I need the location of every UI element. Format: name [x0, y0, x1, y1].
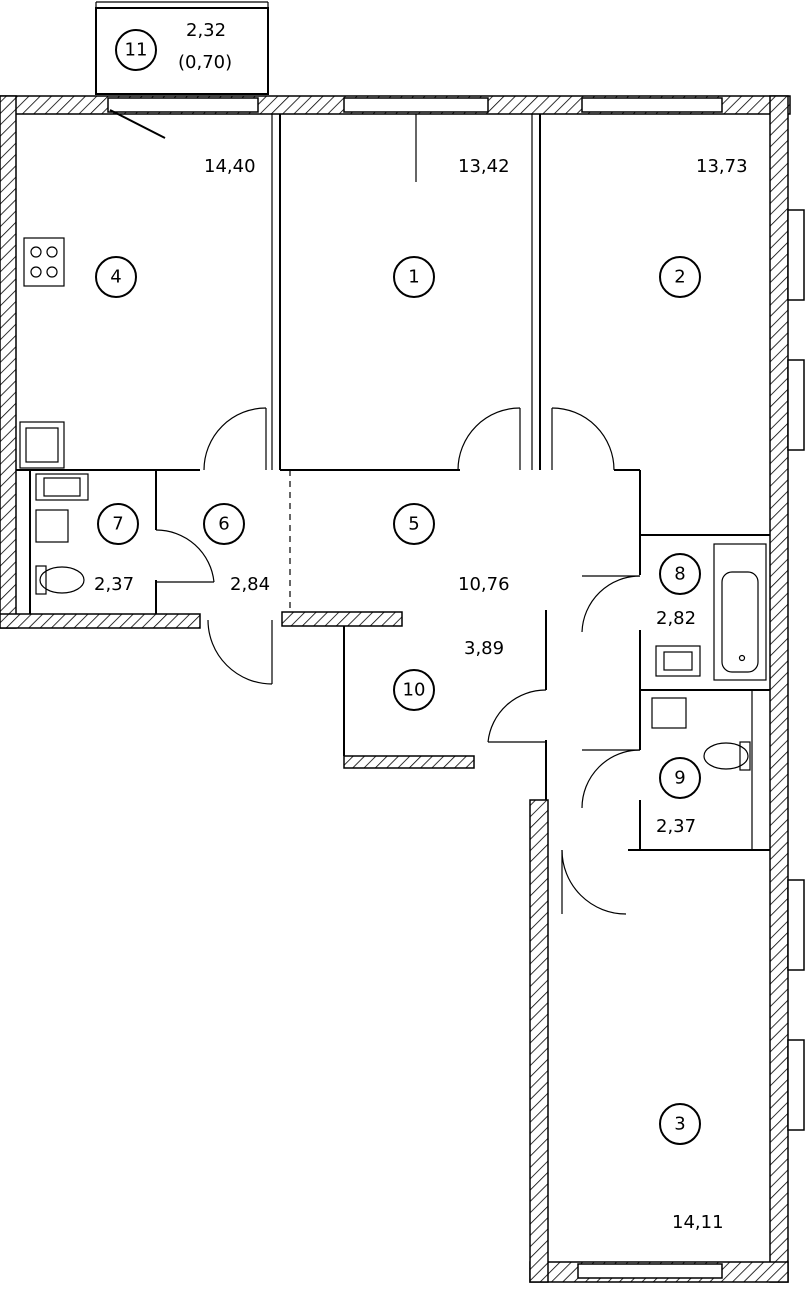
room-number: 8: [674, 564, 685, 585]
room-marker-2: 2: [659, 256, 701, 298]
room-marker-5: 5: [393, 503, 435, 545]
room-area-11-reduced: (0,70): [178, 52, 232, 73]
room-number: 10: [403, 680, 426, 701]
room-number: 6: [218, 514, 229, 535]
room-area-2: 13,73: [696, 156, 748, 177]
room-number: 5: [408, 514, 419, 535]
balcony: [95, 1, 269, 95]
window: [581, 97, 723, 113]
room-area-10: 3,89: [464, 638, 504, 659]
room-number: 4: [110, 267, 121, 288]
room-number: 2: [674, 267, 685, 288]
room-area-3: 14,11: [672, 1212, 724, 1233]
window: [107, 97, 259, 113]
room-area-6: 2,84: [230, 574, 270, 595]
room-marker-7: 7: [97, 503, 139, 545]
room-number: 3: [674, 1114, 685, 1135]
room-number: 9: [674, 768, 685, 789]
kitchen-sink-icon: [19, 421, 65, 469]
exterior-walls: [0, 95, 805, 1283]
sink-icon: [655, 645, 701, 677]
room-number: 11: [125, 40, 148, 61]
room-markers: 11 4 1 2 7 6 5 8: [95, 29, 701, 1145]
room-area-8: 2,82: [656, 608, 696, 629]
area-labels: 2,32 (0,70) 14,40 13,42 13,73 2,37 2,84 …: [94, 20, 748, 1233]
doors: [109, 109, 641, 915]
room-area-4: 14,40: [204, 156, 256, 177]
room-area-1: 13,42: [458, 156, 510, 177]
interior-walls: [16, 114, 770, 851]
room-marker-1: 1: [393, 256, 435, 298]
window: [787, 209, 805, 301]
room-marker-4: 4: [95, 256, 137, 298]
room-marker-6: 6: [203, 503, 245, 545]
window: [343, 97, 489, 113]
sink-icon: [35, 509, 69, 543]
window: [787, 879, 805, 971]
room-marker-10: 10: [393, 669, 435, 711]
room-marker-3: 3: [659, 1103, 701, 1145]
bathtub-icon: [713, 543, 767, 681]
fixtures: [19, 237, 767, 771]
room-area-11: 2,32: [186, 20, 226, 41]
toilet-icon: [35, 565, 85, 595]
washing-machine-icon: [35, 473, 89, 501]
toilet-icon: [703, 741, 751, 771]
window: [787, 1039, 805, 1131]
window: [787, 359, 805, 451]
room-area-9: 2,37: [656, 816, 696, 837]
room-number: 1: [408, 267, 419, 288]
room-marker-8: 8: [659, 553, 701, 595]
stove-icon: [23, 237, 65, 287]
room-marker-9: 9: [659, 757, 701, 799]
room-number: 7: [112, 514, 123, 535]
room-area-5: 10,76: [458, 574, 510, 595]
room-area-7: 2,37: [94, 574, 134, 595]
window: [577, 1263, 723, 1279]
room-marker-11: 11: [115, 29, 157, 71]
sink-icon: [651, 697, 687, 729]
